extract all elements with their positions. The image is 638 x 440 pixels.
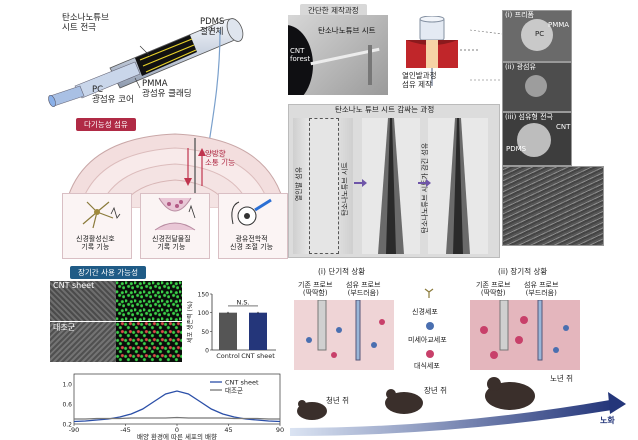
label-cnt-sheet: 탄소나노튜브 시트 xyxy=(318,26,376,35)
sem-fiber-electrode xyxy=(502,112,572,166)
sem-optical-fiber xyxy=(502,62,572,112)
label-pmma-sem: PMMA xyxy=(548,21,570,29)
bar-y-tick-label: 150 xyxy=(198,292,210,299)
label-pdms-sem: PDMS xyxy=(506,145,527,153)
wrap-step-1 xyxy=(293,118,353,254)
bar-category-label: CNT sheet xyxy=(241,352,275,360)
line-x-tick-label: -90 xyxy=(69,426,80,434)
sem-cnt-surface xyxy=(502,166,604,246)
long-term-title: (ii) 장기적 상황 xyxy=(498,267,548,276)
line-y-tick-label: 0.2 xyxy=(62,422,72,429)
process-arrows xyxy=(354,179,431,187)
line-y-tick-label: 1.0 xyxy=(62,382,72,389)
line-x-tick-label: 90 xyxy=(276,426,284,434)
bar-0 xyxy=(219,312,237,350)
bar-category-label: Control xyxy=(216,352,240,360)
wrap-step-3 xyxy=(428,118,488,254)
line-series-1 xyxy=(74,416,280,420)
cnt-sheet-fluorescence-image xyxy=(50,281,182,321)
sem-preform xyxy=(502,10,572,62)
line-x-axis-label: 배양 환경에 따른 세포의 배향 xyxy=(137,432,217,440)
neuron-icon xyxy=(82,201,121,229)
bar-y-tick-label: 100 xyxy=(198,310,210,317)
label-optical-fiber: (ii) 광섬유 xyxy=(505,63,536,71)
multifunction-title: 다기능성 섬유 xyxy=(76,118,136,131)
fabrication-title: 간단한 제작과정 xyxy=(300,4,367,17)
short-term-title: (i) 단기적 상황 xyxy=(318,267,366,276)
function-box-electrophysiology xyxy=(62,193,132,259)
label-pc: PC 광섬유 코어 xyxy=(92,85,134,105)
label-conventional-2: 기존 프로브 (딱딱함) xyxy=(476,281,511,298)
function-label-1: 신경활성신호 기록 기능 xyxy=(76,235,115,252)
wrap-step-2 xyxy=(362,118,420,254)
bar-y-tick-label: 50 xyxy=(201,329,209,336)
longterm-title: 장기간 사용 가능성 xyxy=(70,266,146,279)
function-box-optogenetics xyxy=(218,193,288,259)
label-pc-sem: PC xyxy=(535,30,545,38)
label-fiber-electrode: (iii) 섬유형 전극 xyxy=(505,113,553,121)
thermal-draw-furnace xyxy=(406,16,478,86)
line-x-tick-label: 45 xyxy=(224,426,232,434)
line-x-tick-label: 0 xyxy=(175,426,179,434)
bar-ns-label: N.S. xyxy=(236,298,249,306)
vert-fiber-label: 열인발 섬유 xyxy=(295,166,304,202)
function-label-3: 광유전학적 신경 조절 기능 xyxy=(230,235,274,252)
label-old-mouse: 노년 쥐 xyxy=(550,374,574,383)
optogenetics-icon xyxy=(231,198,272,226)
adult-mouse-icon xyxy=(385,389,423,414)
wrapping-title: 탄소나노 튜브 시트 감싸는 과정 xyxy=(335,105,435,114)
bar-1 xyxy=(249,312,267,350)
label-bidirectional: 양방향 소통 기능 xyxy=(205,149,235,167)
young-mouse-icon xyxy=(297,400,327,420)
label-fiber-probe-2: 섬유 프로브 (부드러움) xyxy=(524,281,559,298)
function-box-neurotransmitter xyxy=(140,193,210,259)
img-label-control: 대조군 xyxy=(53,323,76,332)
label-adult-mouse: 장년 쥐 xyxy=(424,386,448,395)
function-label-2: 신경전달물질 기록 기능 xyxy=(152,235,191,252)
img-label-cnt-sheet: CNT sheet xyxy=(53,281,95,290)
label-cnt-electrode: 탄소나노튜브 시트 전극 xyxy=(62,13,109,33)
legend-macrophage-icon xyxy=(426,350,434,358)
line-x-tick-label: -45 xyxy=(120,426,131,434)
legend-microglia: 미세아교세포 xyxy=(408,336,447,344)
fiber-schematic xyxy=(48,18,244,108)
legend-microglia-icon xyxy=(426,322,434,330)
line-y-tick-label: 0.6 xyxy=(62,402,72,409)
vert-sheet-label: 탄소나노튜브 시트 xyxy=(340,162,349,216)
bar-y-axis-label: 세포 생존력 (%) xyxy=(186,301,194,343)
control-fluorescence-image xyxy=(50,322,182,362)
label-aging: 노화 xyxy=(600,416,615,425)
label-thermal-draw: 열인발과정 섬유 제작 xyxy=(402,71,437,89)
cnt-forest-photo xyxy=(288,15,388,95)
legend-neuron-icon xyxy=(424,288,434,298)
tissue-long-term xyxy=(470,300,580,370)
bar-y-tick-label: 0 xyxy=(205,348,209,355)
legend-label-1: 대조군 xyxy=(225,387,243,395)
legend-macrophage: 대식세포 xyxy=(414,362,440,370)
tissue-cells xyxy=(306,300,569,361)
legend-label-0: CNT sheet xyxy=(225,379,259,387)
synapse-icon xyxy=(154,197,196,231)
legend-neuron: 신경세포 xyxy=(412,308,438,316)
label-preform: (i) 프리폼 xyxy=(505,11,534,19)
label-conventional-1: 기존 프로브 (딱딱함) xyxy=(298,281,333,298)
label-cnt-forest: CNT forest xyxy=(290,47,311,63)
aging-arrow xyxy=(290,392,626,436)
label-pdms: PDMS 절연체 xyxy=(200,17,225,37)
old-mouse-icon xyxy=(485,377,535,410)
tissue-short-term xyxy=(294,300,394,370)
label-cnt-sem: CNT xyxy=(556,123,571,131)
label-pmma: PMMA 광섬유 클래딩 xyxy=(142,79,192,99)
label-young-mouse: 청년 쥐 xyxy=(326,396,350,405)
label-fiber-probe-1: 섬유 프로브 (부드러움) xyxy=(346,281,381,298)
